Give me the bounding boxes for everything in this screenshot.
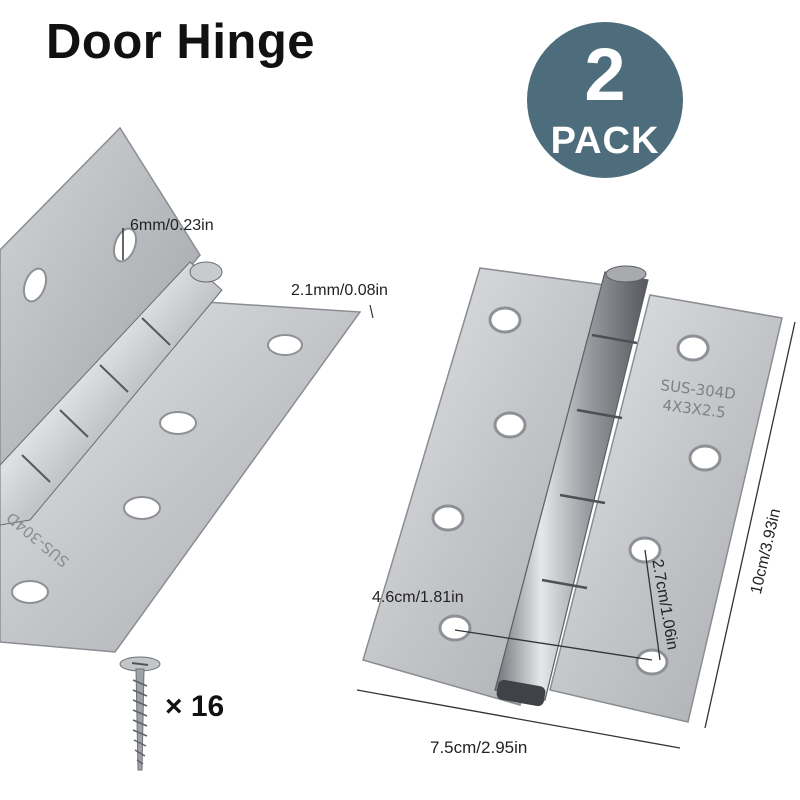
pack-label: PACK bbox=[550, 120, 660, 162]
screw-count: × 16 bbox=[165, 690, 225, 723]
hinge-front-view: SUS-304D 4X3X2.5 bbox=[362, 265, 783, 723]
pack-count: 2 bbox=[584, 33, 626, 116]
hinge-right-leaf bbox=[549, 294, 783, 723]
hinge-left-leaf bbox=[362, 267, 606, 706]
pack-badge: 2 PACK bbox=[527, 22, 683, 178]
hinge-side-view: SUS-304D bbox=[0, 126, 362, 653]
hinge-barrel bbox=[0, 261, 223, 526]
page-title: Door Hinge bbox=[46, 15, 316, 69]
screw-icon bbox=[119, 656, 161, 771]
dimension-width: 7.5cm/2.95in bbox=[430, 738, 528, 757]
dimension-thickness: 2.1mm/0.08in bbox=[291, 282, 388, 299]
dimension-hole-spacing-horizontal: 4.6cm/1.81in bbox=[372, 589, 464, 606]
dimension-hole-size: 6mm/0.23in bbox=[130, 217, 214, 234]
